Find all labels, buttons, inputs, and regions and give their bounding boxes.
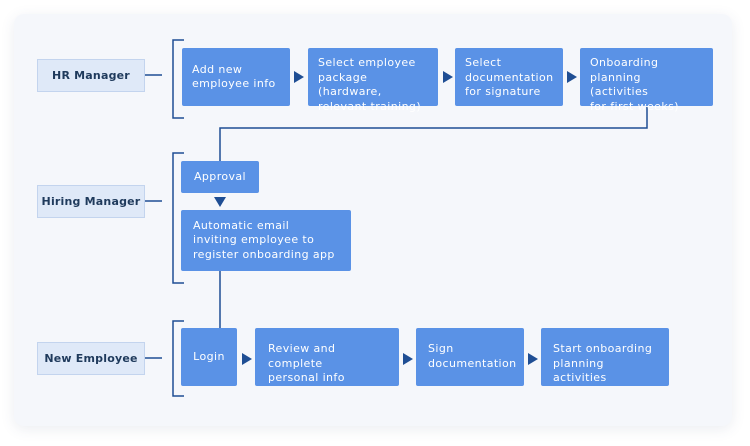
step-review-personal-info: Review and complete personal info [255,328,399,386]
arrow-docs-to-planning [567,71,577,83]
step-select-employee-package: Select employee package (hardware, relev… [308,48,438,113]
arrow-review-to-sign [403,353,413,365]
step-automatic-email-label: Automatic email inviting employee to reg… [193,218,335,261]
step-sign-documentation-label: Sign documentation [428,342,517,370]
step-onboarding-planning-label: Onboarding planning (activities for firs… [590,56,679,113]
step-add-employee-info: Add new employee info [182,48,290,106]
step-sign-documentation: Sign documentation [416,328,524,386]
step-select-documentation-label: Select documentation for signature [465,56,554,98]
arrow-package-to-docs [443,71,453,83]
step-select-documentation: Select documentation for signature [455,48,563,106]
arrow-approval-to-email [214,197,226,207]
step-approval: Approval [181,161,259,193]
step-add-employee-info-label: Add new employee info [192,62,276,91]
arrow-login-to-review [242,353,252,365]
step-login: Login [181,328,237,386]
lane-hiring-manager: Hiring Manager [37,185,145,218]
step-select-employee-package-label: Select employee package (hardware, relev… [318,56,422,113]
step-review-personal-info-label: Review and complete personal info [268,342,345,384]
step-start-onboarding-activities-label: Start onboarding planning activities [553,342,653,384]
employee-lane-bracket [145,320,184,397]
hr-lane-bracket [145,39,184,119]
step-automatic-email: Automatic email inviting employee to reg… [181,210,351,271]
arrow-sign-to-start [528,353,538,365]
onboarding-to-approval-line [219,107,648,161]
arrow-add-to-package [294,71,304,83]
step-onboarding-planning: Onboarding planning (activities for firs… [580,48,713,113]
step-approval-label: Approval [194,169,247,183]
step-login-label: Login [193,349,225,363]
lane-hr-manager: HR Manager [37,59,145,92]
hiring-lane-bracket [145,152,184,284]
step-start-onboarding-activities: Start onboarding planning activities [541,328,669,386]
lane-new-employee: New Employee [37,342,145,375]
